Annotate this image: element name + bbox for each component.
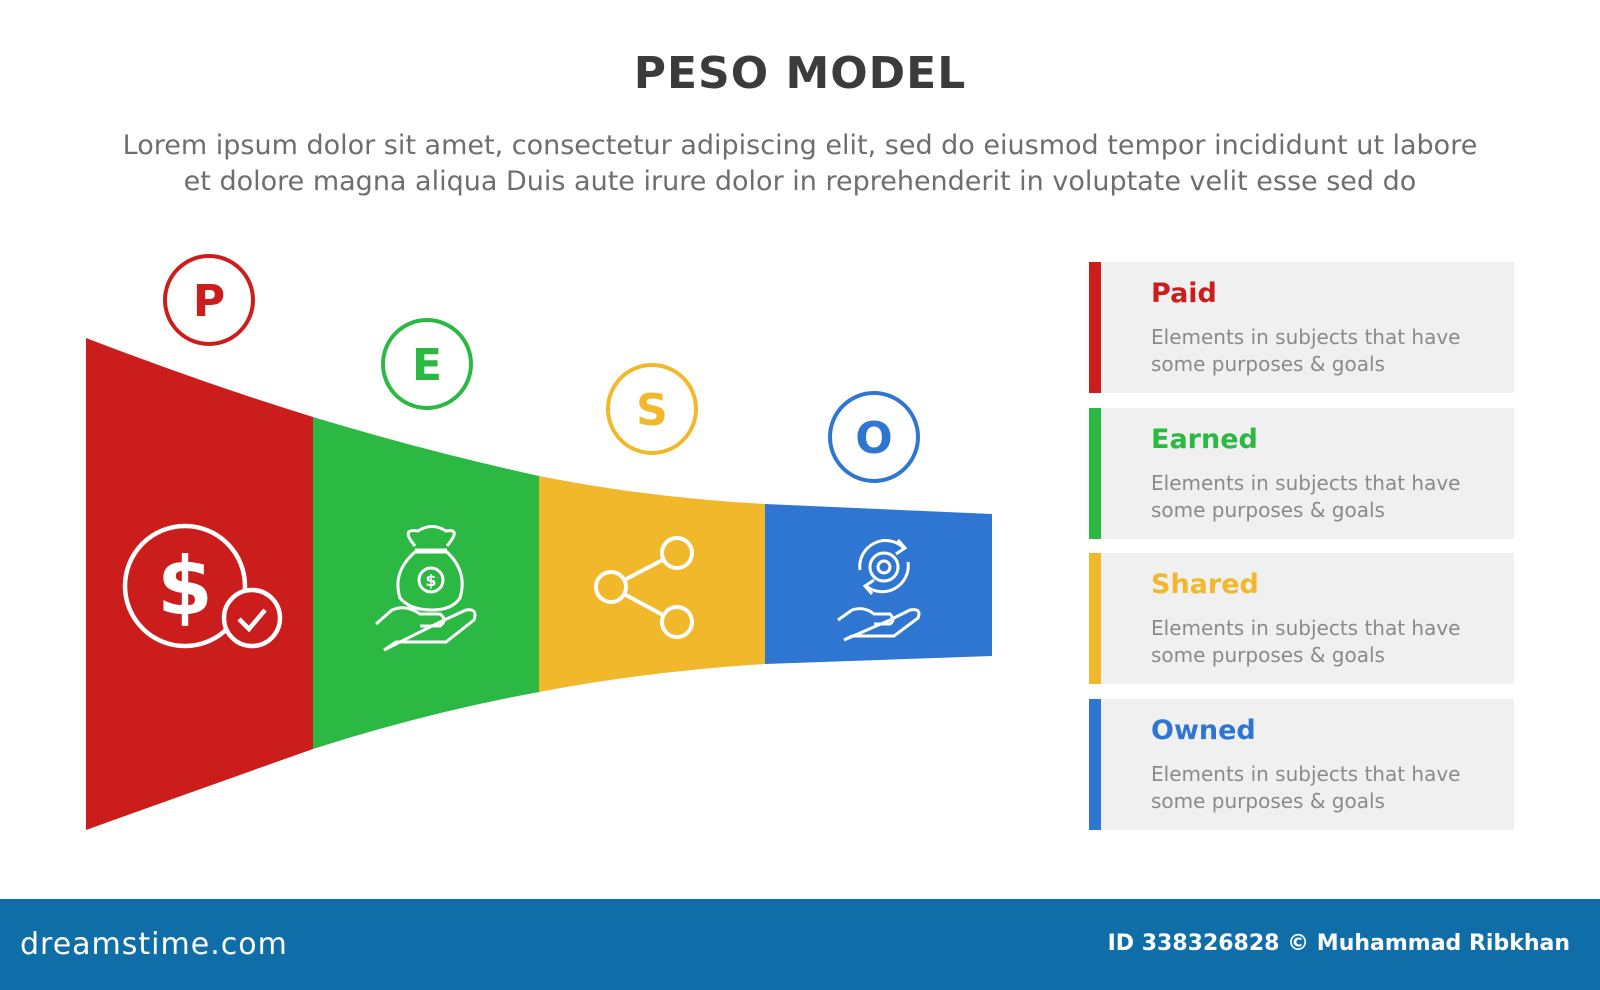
letter-s: S xyxy=(636,385,668,436)
card-paid: Paid Elements in subjects that have some… xyxy=(1089,262,1514,393)
card-description-line-2: some purposes & goals xyxy=(1151,498,1385,522)
letter-circle-s: S xyxy=(606,363,698,455)
card-shared: Shared Elements in subjects that have so… xyxy=(1089,553,1514,684)
page-subtitle: Lorem ipsum dolor sit amet, consectetur … xyxy=(60,128,1540,200)
card-accent-bar xyxy=(1089,699,1101,830)
svg-text:$: $ xyxy=(157,540,213,633)
funnel-segment-earned xyxy=(313,417,539,749)
subtitle-line-1: Lorem ipsum dolor sit amet, consectetur … xyxy=(122,130,1478,161)
funnel-segment-shared xyxy=(539,476,765,692)
page-title: PESO MODEL xyxy=(633,48,967,99)
gear-cycle-hand-icon xyxy=(837,539,921,642)
card-description-line-2: some purposes & goals xyxy=(1151,789,1385,813)
dollar-check-icon: $ xyxy=(122,523,283,649)
card-description: Elements in subjects that have some purp… xyxy=(1151,324,1491,378)
card-accent-bar xyxy=(1089,408,1101,539)
footer-brand[interactable]: dreamstime.com xyxy=(20,927,288,962)
card-description: Elements in subjects that have some purp… xyxy=(1151,470,1491,524)
card-heading: Earned xyxy=(1151,424,1258,455)
card-heading: Owned xyxy=(1151,715,1256,746)
card-description-line-1: Elements in subjects that have xyxy=(1151,616,1461,640)
svg-text:$: $ xyxy=(425,571,436,590)
letter-o: O xyxy=(855,413,892,464)
letter-circle-o: O xyxy=(828,391,920,483)
card-earned: Earned Elements in subjects that have so… xyxy=(1089,408,1514,539)
card-heading: Paid xyxy=(1151,278,1217,309)
card-description: Elements in subjects that have some purp… xyxy=(1151,761,1491,815)
peso-funnel-diagram: P E S O $ $ xyxy=(86,254,992,830)
card-description-line-2: some purposes & goals xyxy=(1151,643,1385,667)
card-accent-bar xyxy=(1089,553,1101,684)
card-description-line-1: Elements in subjects that have xyxy=(1151,471,1461,495)
subtitle-line-2: et dolore magna aliqua Duis aute irure d… xyxy=(183,166,1417,197)
card-heading: Shared xyxy=(1151,569,1259,600)
card-description-line-1: Elements in subjects that have xyxy=(1151,325,1461,349)
card-accent-bar xyxy=(1089,262,1101,393)
footer-bar: dreamstime.com ID 338326828 © Muhammad R… xyxy=(0,899,1600,990)
letter-e: E xyxy=(412,340,442,391)
funnel-segment-owned xyxy=(765,504,992,664)
letter-circle-e: E xyxy=(381,318,473,410)
letter-p: P xyxy=(193,276,225,327)
footer-credit: ID 338326828 © Muhammad Ribkhan xyxy=(1107,931,1570,956)
card-description-line-2: some purposes & goals xyxy=(1151,352,1385,376)
card-description: Elements in subjects that have some purp… xyxy=(1151,615,1491,669)
card-description-line-1: Elements in subjects that have xyxy=(1151,762,1461,786)
card-owned: Owned Elements in subjects that have som… xyxy=(1089,699,1514,830)
money-bag-hand-icon: $ xyxy=(375,525,477,652)
share-icon xyxy=(594,536,694,639)
funnel-segment-paid xyxy=(86,338,313,830)
letter-circle-p: P xyxy=(163,254,255,346)
